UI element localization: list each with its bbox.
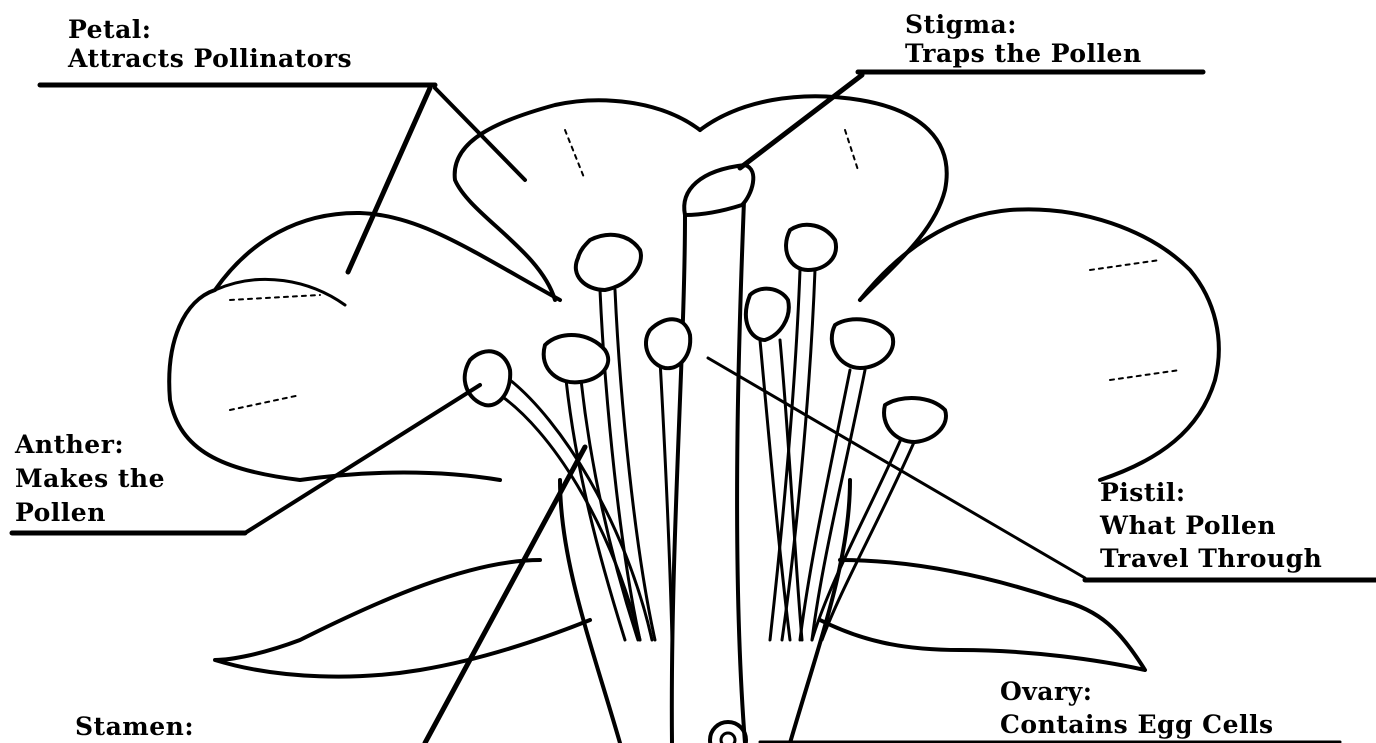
pistil-title: Pistil: [1100,476,1322,509]
stamen-leader [425,447,585,743]
anther-title: Anther: [15,428,165,462]
ovary-label: Ovary: Contains Egg Cells [1000,675,1274,741]
anther-label: Anther: Makes the Pollen [15,428,165,530]
stamen-label: Stamen: [75,712,194,741]
stigma-label: Stigma: Traps the Pollen [905,10,1142,68]
stamen-title: Stamen: [75,712,194,741]
pistil-label: Pistil: What Pollen Travel Through [1100,476,1322,575]
petal-label: Petal: Attracts Pollinators [68,15,352,73]
anther-description-line1: Makes the [15,462,165,496]
stigma-description: Traps the Pollen [905,39,1142,68]
petal-leader-2 [348,88,430,272]
ovary-title: Ovary: [1000,675,1274,708]
petal-leader-1 [435,88,525,180]
pistil-style [672,215,685,743]
pistil-description-line2: Travel Through [1100,542,1322,575]
sepal-right [820,560,1145,670]
ovary-description: Contains Egg Cells [1000,708,1274,741]
anther-3 [544,335,609,382]
anther-4 [646,319,690,368]
anther-5 [786,225,836,270]
stigma-leader [740,75,862,168]
pistil-description-line1: What Pollen [1100,509,1322,542]
pistil-leader [708,358,1085,578]
anther-2 [465,351,510,405]
petal-description: Attracts Pollinators [68,44,352,73]
stigma-title: Stigma: [905,10,1142,39]
petal-left-lobe [215,279,345,305]
petal-left [169,213,560,480]
anther-8 [884,398,946,442]
anther-leader [245,385,480,533]
anther-6 [746,289,789,340]
petal-title: Petal: [68,15,352,44]
sepal-left [215,560,590,677]
anther-description-line2: Pollen [15,496,165,530]
anther-7 [832,319,893,368]
anther-1 [576,235,641,290]
